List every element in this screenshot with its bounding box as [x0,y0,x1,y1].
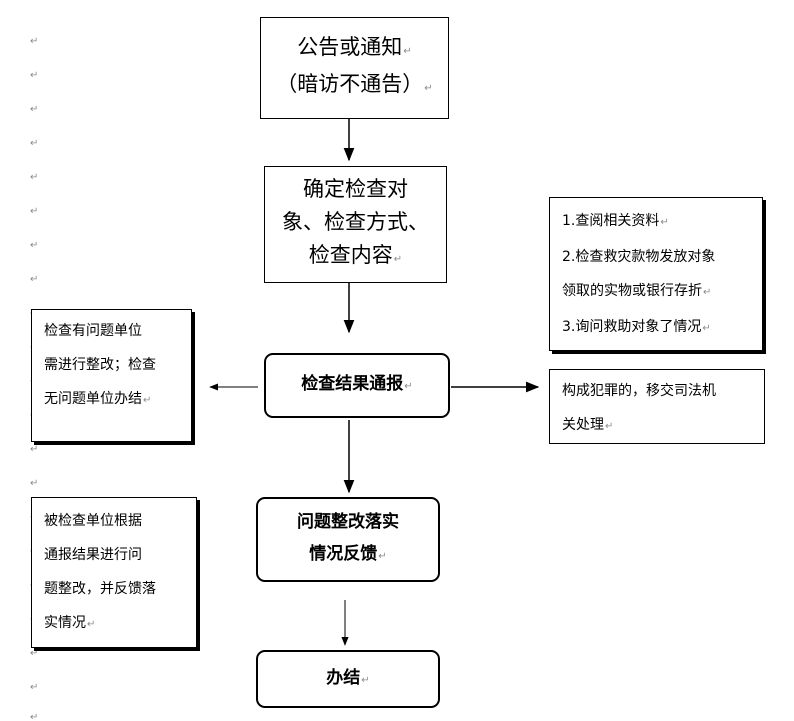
margin-paragraph-mark: ↵ [30,206,39,217]
node-announce-line-2: （暗访不通告）↵ [276,72,433,96]
margin-paragraph-mark: ↵ [30,172,39,183]
review-step-3: 3.询问救助对象了情况↵ [562,319,711,335]
feedback-note-line-3: 题整改，并反馈落 [44,581,156,597]
node-close: 办结↵ [256,650,440,708]
margin-paragraph-mark: ↵ [30,648,39,659]
node-rectify-note: 检查有问题单位 需进行整改；检查 无问题单位办结↵ [31,309,192,442]
review-step-2: 2.检查救灾款物发放对象 [562,249,716,265]
node-announce-line-1: 公告或通知↵ [297,35,412,59]
rectify-note-line-2: 需进行整改；检查 [44,357,156,373]
node-close-label: 办结↵ [326,667,370,688]
node-announce: 公告或通知↵ （暗访不通告）↵ [260,17,449,119]
margin-paragraph-mark: ↵ [30,70,39,81]
review-step-1: 1.查阅相关资料↵ [562,213,669,229]
node-feedback-line-1: 问题整改落实 [297,512,399,532]
node-crime-note: 构成犯罪的，移交司法机 关处理↵ [549,369,765,444]
margin-paragraph-mark: ↵ [30,240,39,251]
node-feedback-note: 被检查单位根据 通报结果进行问 题整改，并反馈落 实情况↵ [31,497,197,648]
margin-paragraph-mark: ↵ [30,138,39,149]
margin-paragraph-mark: ↵ [30,478,39,489]
node-report-label: 检查结果通报↵ [301,374,413,394]
node-review-steps: 1.查阅相关资料↵ 2.检查救灾款物发放对象 领取的实物或银行存折↵ 3.询问救… [549,197,763,351]
margin-paragraph-mark: ↵ [30,104,39,115]
crime-note-line-2: 关处理↵ [562,417,614,433]
rectify-note-line-3: 无问题单位办结↵ [44,391,152,407]
node-determine-line-1: 确定检查对 [303,177,408,201]
node-feedback: 问题整改落实 情况反馈↵ [256,497,440,582]
node-determine-line-2: 象、检查方式、 [282,210,429,234]
margin-paragraph-mark: ↵ [30,36,39,47]
margin-paragraph-mark: ↵ [30,274,39,285]
margin-paragraph-mark: ↵ [30,712,39,721]
feedback-note-line-1: 被检查单位根据 [44,513,142,529]
node-feedback-line-2: 情况反馈↵ [309,544,387,564]
feedback-note-line-2: 通报结果进行问 [44,547,142,563]
feedback-note-line-4: 实情况↵ [44,615,96,631]
node-determine-line-3: 检查内容↵ [308,243,403,267]
margin-paragraph-mark: ↵ [30,444,39,455]
crime-note-line-1: 构成犯罪的，移交司法机 [562,383,716,399]
margin-paragraph-mark: ↵ [30,682,39,693]
node-determine: 确定检查对 象、检查方式、 检查内容↵ [264,166,447,283]
review-step-2-cont: 领取的实物或银行存折↵ [562,283,712,299]
node-report: 检查结果通报↵ [264,353,450,418]
rectify-note-line-1: 检查有问题单位 [44,323,142,339]
